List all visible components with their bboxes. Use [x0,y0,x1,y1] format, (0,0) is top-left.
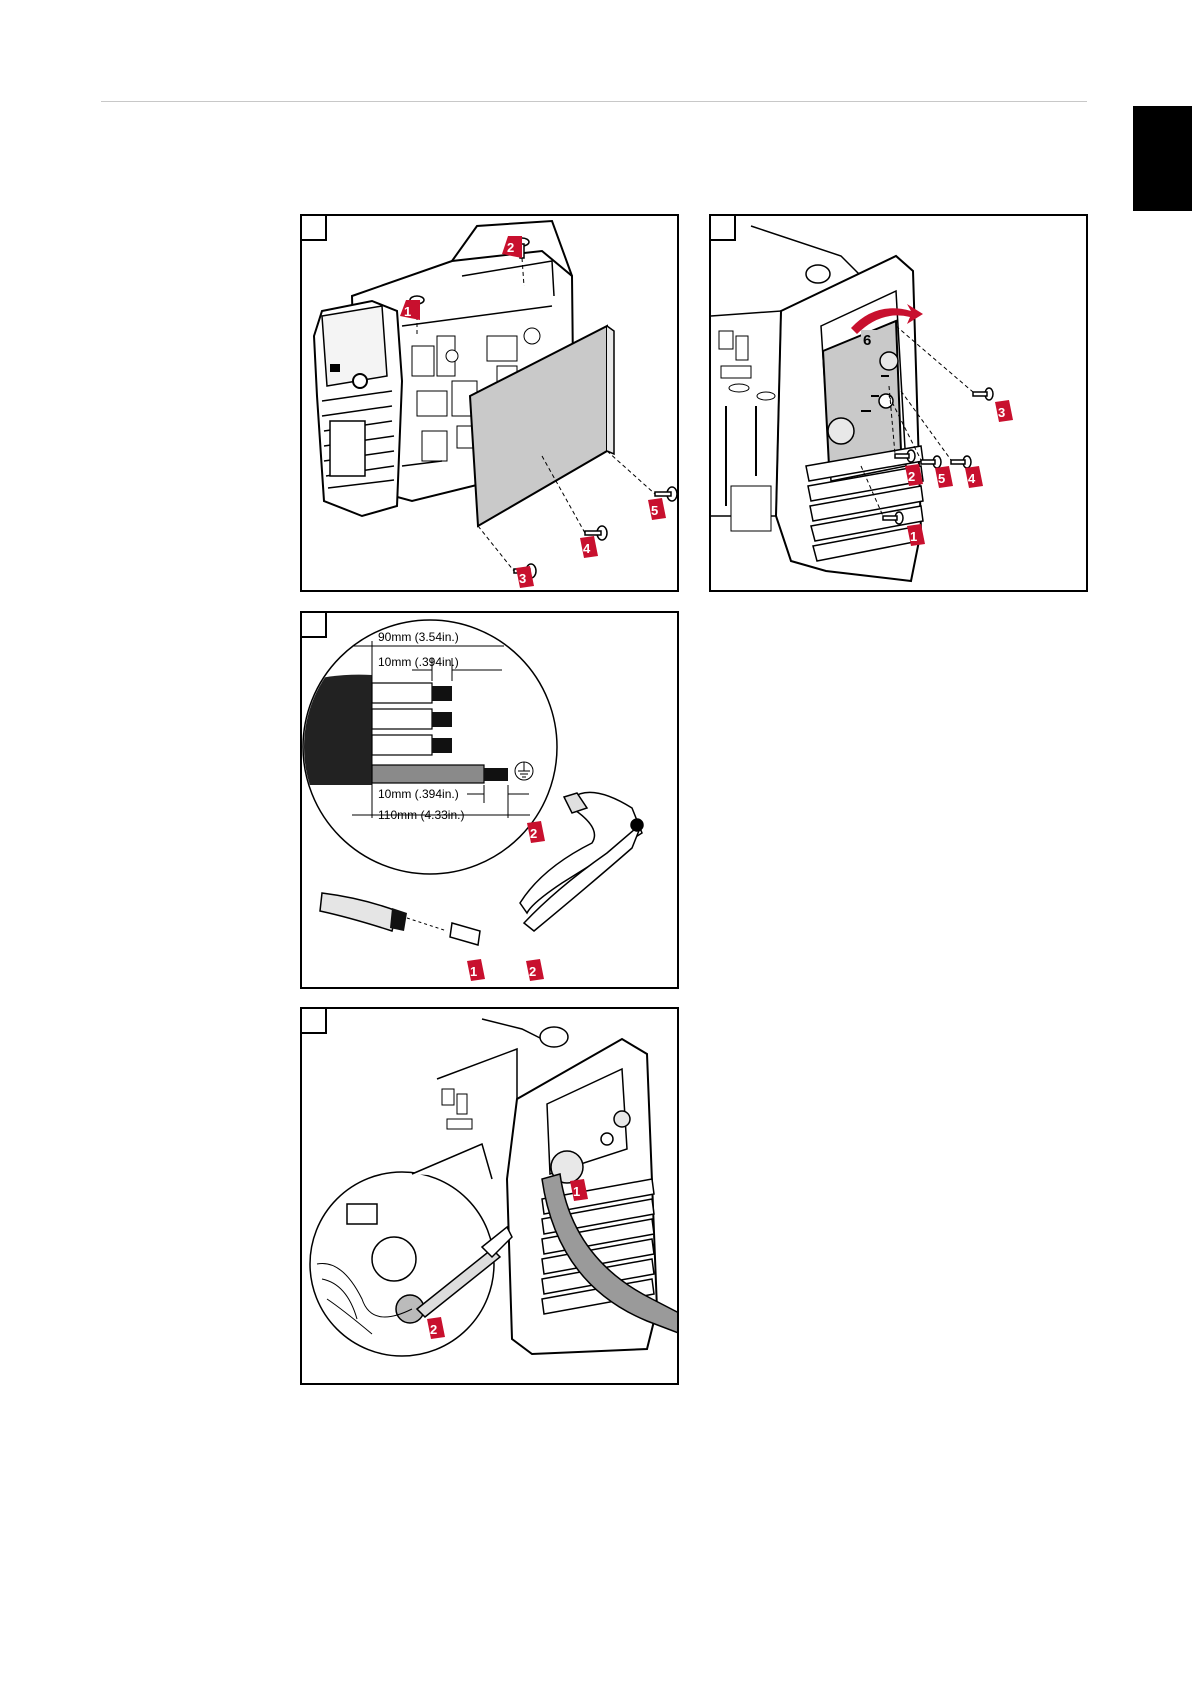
svg-text:2: 2 [530,826,537,841]
dimension-overall-top: 90mm (3.54in.) [378,630,459,644]
step-badge-2: 2 [526,959,544,981]
step-badge-3: 3 [995,400,1013,422]
svg-text:2: 2 [529,964,536,979]
step-badge-2: 2 [527,821,545,843]
svg-text:5: 5 [938,471,945,486]
svg-text:1: 1 [470,964,477,979]
svg-text:4: 4 [583,541,591,556]
rear-plate-drawing: 6 3 2 5 4 1 [711,216,1088,592]
dimension-strip-top: 10mm (.394in.) [378,655,459,669]
step-badge-1: 1 [907,524,925,546]
dimension-overall-bottom: 110mm (4.33in.) [378,808,464,822]
cable-drawing: 90mm (3.54in.) 10mm (.394in.) 10mm (.394… [302,613,679,989]
svg-text:1: 1 [404,304,411,319]
step-badge-4: 4 [580,536,598,558]
svg-text:2: 2 [908,469,915,484]
side-panel-drawing: 1 2 3 4 5 [302,216,679,592]
step-badge-5: 5 [935,466,953,488]
step-number-box [302,613,327,638]
svg-text:2: 2 [507,240,514,255]
step-number-box [302,216,327,241]
illustration-prepare-cable: 90mm (3.54in.) 10mm (.394in.) 10mm (.394… [300,611,679,989]
step-badge-5: 5 [648,498,666,520]
svg-text:2: 2 [430,1322,437,1337]
svg-text:5: 5 [651,503,658,518]
svg-text:1: 1 [573,1184,580,1199]
step-badge-6: 6 [861,330,877,349]
illustration-remove-rear-plate: 6 3 2 5 4 1 [709,214,1088,592]
svg-text:3: 3 [519,571,526,586]
strain-relief-drawing: 1 2 [302,1009,679,1385]
step-number-box [302,1009,327,1034]
dimension-strip-bottom: 10mm (.394in.) [378,787,459,801]
svg-text:3: 3 [998,405,1005,420]
step-badge-4: 4 [965,466,983,488]
svg-text:1: 1 [910,529,917,544]
language-tab [1133,106,1192,211]
svg-text:4: 4 [968,471,976,486]
svg-text:6: 6 [863,332,871,349]
step-badge-1: 1 [467,959,485,981]
wire-ferrule [450,923,480,945]
step-number-box [711,216,736,241]
stripped-wire [320,893,397,931]
illustration-fit-strain-relief: 1 2 [300,1007,679,1385]
header-rule [101,101,1087,102]
illustration-remove-side-panel: 1 2 3 4 5 [300,214,679,592]
